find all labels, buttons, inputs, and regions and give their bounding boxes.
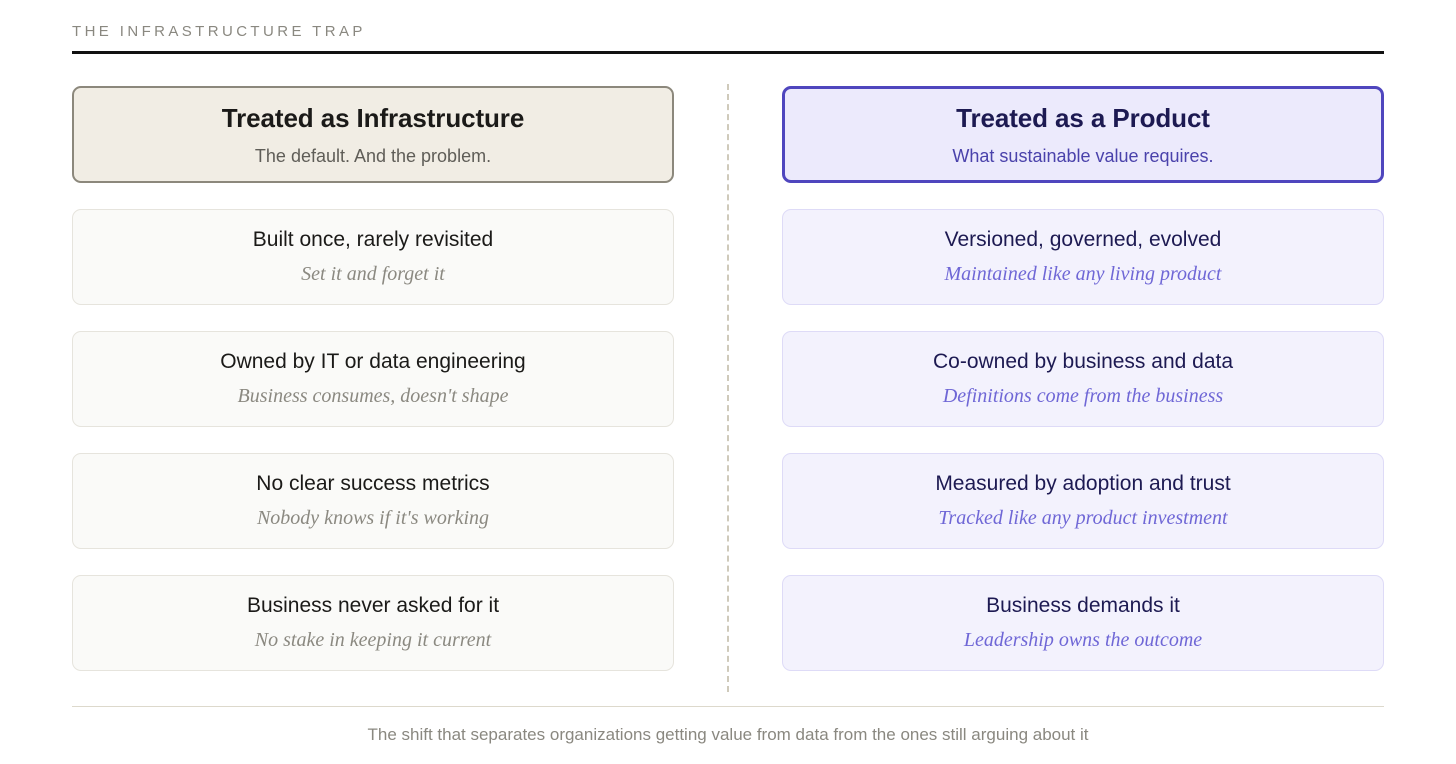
footer-caption: The shift that separates organizations g…: [367, 725, 1089, 744]
list-item-title: Business never asked for it: [246, 593, 500, 617]
footer-divider-rule: [72, 706, 1384, 707]
list-item: Owned by IT or data engineering Business…: [72, 331, 674, 427]
left-column-header-card: Treated as Infrastructure The default. A…: [72, 86, 674, 183]
list-item-title: Measured by adoption and trust: [935, 471, 1231, 495]
header-divider-rule: [72, 51, 1384, 54]
list-item: Business demands it Leadership owns the …: [782, 575, 1384, 671]
column-infrastructure: Treated as Infrastructure The default. A…: [72, 86, 674, 671]
right-column-header-subtitle: What sustainable value requires.: [952, 145, 1214, 166]
list-item-title: Owned by IT or data engineering: [220, 349, 526, 373]
comparison-columns: Treated as Infrastructure The default. A…: [72, 86, 1384, 671]
column-product: Treated as a Product What sustainable va…: [782, 86, 1384, 671]
list-item-subtitle: Business consumes, doesn't shape: [237, 385, 509, 408]
list-item-subtitle: Leadership owns the outcome: [963, 629, 1203, 652]
list-item: Business never asked for it No stake in …: [72, 575, 674, 671]
center-dashed-divider: [727, 84, 729, 692]
footer: The shift that separates organizations g…: [72, 706, 1384, 746]
list-item-subtitle: Nobody knows if it's working: [256, 507, 490, 530]
left-column-header-title: Treated as Infrastructure: [221, 103, 525, 133]
list-item-title: Built once, rarely revisited: [252, 227, 494, 251]
right-column-header-card: Treated as a Product What sustainable va…: [782, 86, 1384, 183]
page-title: THE INFRASTRUCTURE TRAP: [72, 23, 366, 40]
list-item: Measured by adoption and trust Tracked l…: [782, 453, 1384, 549]
list-item-subtitle: No stake in keeping it current: [254, 629, 492, 652]
left-column-header-subtitle: The default. And the problem.: [254, 145, 492, 166]
list-item-subtitle: Maintained like any living product: [944, 263, 1222, 286]
list-item-title: Versioned, governed, evolved: [944, 227, 1222, 251]
list-item: Built once, rarely revisited Set it and …: [72, 209, 674, 305]
list-item-subtitle: Tracked like any product investment: [938, 507, 1228, 530]
list-item-title: No clear success metrics: [256, 471, 490, 495]
list-item-title: Co-owned by business and data: [932, 349, 1234, 373]
list-item-subtitle: Set it and forget it: [301, 263, 445, 286]
list-item-subtitle: Definitions come from the business: [942, 385, 1224, 408]
list-item: Versioned, governed, evolved Maintained …: [782, 209, 1384, 305]
list-item: No clear success metrics Nobody knows if…: [72, 453, 674, 549]
list-item-title: Business demands it: [986, 593, 1180, 617]
right-column-header-title: Treated as a Product: [956, 103, 1210, 133]
header: THE INFRASTRUCTURE TRAP: [72, 22, 1384, 54]
list-item: Co-owned by business and data Definition…: [782, 331, 1384, 427]
